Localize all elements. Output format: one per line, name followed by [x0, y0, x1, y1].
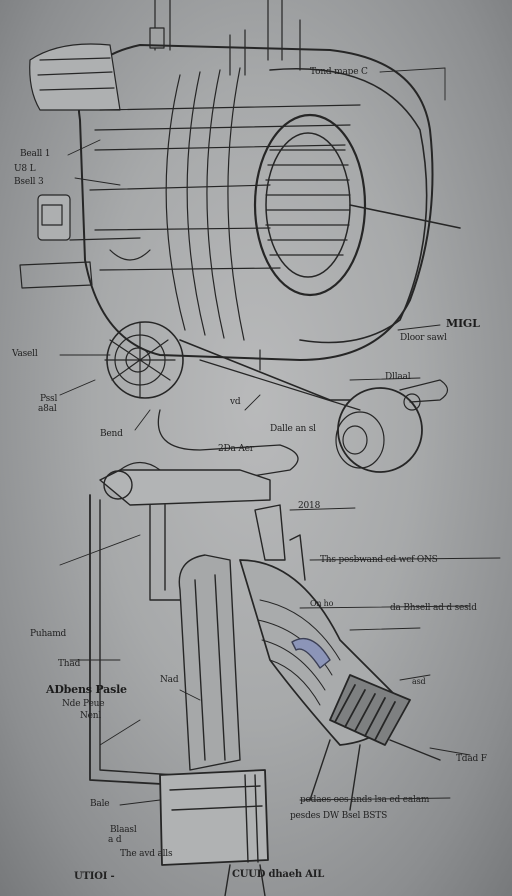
label-left-3: Bsell 3 [14, 177, 44, 187]
bottom-note-2: pesdes DW Bsel BSTS [290, 811, 388, 821]
label-right-1: MIGL [446, 317, 480, 330]
label-left-7: Puhamd [30, 629, 67, 639]
label-right-4: asd [412, 677, 426, 686]
label-left-4: Vasell [12, 349, 38, 359]
label-left-11: Nde Peue [62, 699, 105, 709]
callout-4: da Bhsell ad d sesld [390, 603, 477, 613]
upper-engine-assembly [19, 0, 461, 473]
lower-assembly [89, 469, 441, 896]
connecting-wires [119, 409, 299, 479]
label-left-10: ADbens Pasle [46, 683, 127, 696]
label-left-13: Bale [90, 799, 110, 809]
label-left-14: Blaasl [110, 825, 137, 835]
label-mid-1: vd [230, 397, 241, 407]
label-left-6: a8al [38, 404, 57, 414]
label-left-12: Nenl [80, 711, 102, 721]
label-left-8: Thad [58, 659, 81, 669]
label-left-1: Beall 1 [20, 149, 51, 159]
label-mid-4: Dllaal [385, 372, 411, 382]
label-left-9: Nad [160, 675, 179, 685]
label-left-16: a d [108, 835, 122, 845]
upper-leader-lines [59, 67, 446, 431]
bottom-note-1: pedaes oes ands lsa ed ealam [300, 795, 430, 805]
label-left-5: Pssl [40, 394, 58, 404]
label-right-2: Dloor sawl [400, 333, 447, 343]
footer-center-label: CUUD dhaeh AIL [232, 869, 325, 880]
label-mid-5: 2Da Aer [218, 444, 254, 454]
lower-leader-lines [59, 507, 501, 806]
label-top-right-1: Tond mape C [310, 67, 368, 77]
callout-1: 2018 [298, 501, 321, 511]
label-mid-2: Bend [100, 429, 123, 439]
callout-3: On ho [310, 599, 334, 608]
label-mid-3: Dalle an sl [270, 424, 316, 434]
callout-2: Ths pesbwand cd wcf ONS [320, 555, 438, 565]
label-left-2: U8 L [14, 164, 36, 174]
label-left-15: The avd alls [120, 849, 173, 859]
footer-left-label: UTIOI - [74, 871, 115, 882]
label-right-3: Tdad F [456, 754, 487, 764]
